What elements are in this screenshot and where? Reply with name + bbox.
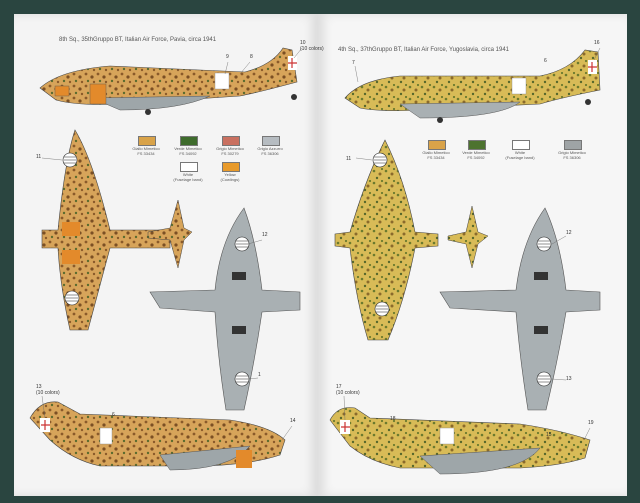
callout-11: 11	[36, 154, 42, 160]
callout-12-right: 12	[566, 230, 572, 236]
left-swatch-label-2: Verde Mimetico FS 34092	[174, 146, 202, 156]
callout-lines	[41, 47, 601, 441]
left-caption: 8th Sq., 35thGruppo BT, Italian Air Forc…	[59, 37, 217, 43]
callout-13: 13 (10 colors)	[36, 384, 60, 396]
left-bottom-side-view	[29, 401, 286, 471]
right-swatch-label-3: White (Fuselage band)	[505, 150, 535, 160]
callout-19: 19	[588, 420, 594, 426]
left-swatch-label-6: Yellow (Cowlings)	[220, 172, 240, 182]
callout-6-right: 6	[544, 58, 547, 64]
left-swatch-4	[262, 136, 280, 146]
callout-17: 17 (10 colors)	[336, 384, 360, 396]
right-tailplane	[447, 205, 489, 269]
callout-8: 8	[250, 54, 253, 60]
left-swatch-label-3: Grigio Mimetico FS 30279	[216, 146, 244, 156]
callout-18: 18	[390, 416, 396, 422]
right-swatch-2	[468, 140, 486, 150]
left-top-planform	[41, 129, 171, 331]
left-swatch-3	[222, 136, 240, 146]
left-swatch-label-1: Giallo Mimetico FS 33434	[132, 146, 160, 156]
callout-10: 10 (10 colors)	[300, 40, 324, 52]
right-top-side-view	[344, 49, 601, 123]
right-swatch-label-2: Verde Mimetico FS 34092	[462, 150, 490, 160]
right-bottom-side-view	[329, 407, 591, 475]
callout-6-left: 6	[112, 412, 115, 418]
left-tailplane	[147, 199, 193, 269]
callout-15: 15	[546, 432, 552, 438]
left-swatch-1	[138, 136, 156, 146]
left-swatch-label-4: Grigio Azzurro FS 36306	[257, 146, 283, 156]
left-swatch-6	[222, 162, 240, 172]
right-top-planform	[334, 139, 439, 341]
callout-9: 9	[226, 54, 229, 60]
right-caption: 4th Sq., 37thGruppo BT, Italian Air Forc…	[338, 47, 509, 53]
right-swatch-label-4: Grigio Mimetico FS 36306	[558, 150, 586, 160]
left-top-side-view	[39, 47, 298, 115]
left-swatch-label-5: White (Fuselage band)	[173, 172, 203, 182]
right-underside-planform	[439, 207, 601, 411]
left-underside-planform	[149, 207, 301, 411]
callout-11-right: 11	[346, 156, 352, 162]
callout-7: 7	[352, 60, 355, 66]
right-swatch-3	[512, 140, 530, 150]
callout-16: 16	[594, 40, 600, 46]
left-swatch-2	[180, 136, 198, 146]
callout-12: 12	[262, 232, 268, 238]
left-swatch-5	[180, 162, 198, 172]
right-swatch-1	[428, 140, 446, 150]
right-swatch-4	[564, 140, 582, 150]
callout-13-right: 13	[566, 376, 572, 382]
right-swatch-label-1: Giallo Mimetico FS 33434	[422, 150, 450, 160]
callout-14: 14	[290, 418, 296, 424]
callout-1: 1	[258, 372, 261, 378]
